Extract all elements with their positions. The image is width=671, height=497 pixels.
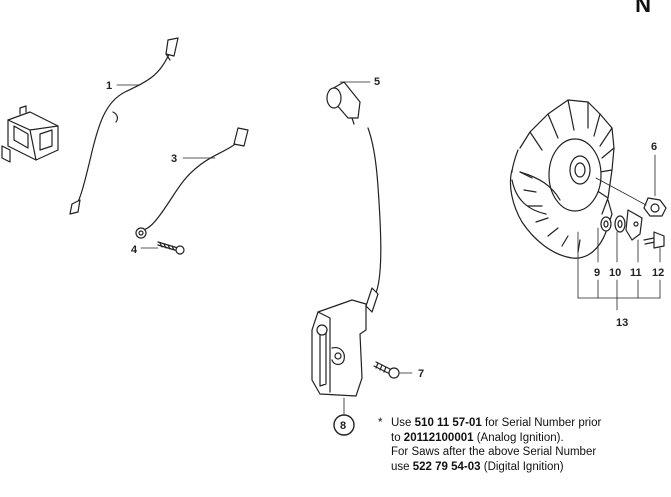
screw-4 [157, 241, 185, 255]
ignition-module-8 [311, 287, 379, 397]
screw-7 [373, 361, 400, 379]
callout-9: 9 [594, 267, 600, 279]
pawl-11 [625, 209, 643, 241]
callout-1: 1 [106, 80, 112, 92]
bracket-13 [577, 231, 661, 311]
note-line-3: For Saws after the above Serial Number [391, 446, 597, 459]
callout-10: 10 [609, 267, 621, 279]
page-section-letter: N [635, 0, 651, 17]
callout-12: 12 [652, 267, 664, 279]
flywheel [509, 99, 615, 259]
screw-12 [643, 231, 665, 249]
callout-8: 8 [340, 420, 346, 432]
callout-6: 6 [651, 141, 657, 153]
note-line-4: use 522 79 54-03 (Digital Ignition) [391, 460, 564, 473]
note-line-2: to 20112100001 (Analog Ignition). [391, 431, 564, 444]
part-number-digital: 522 79 54-03 [412, 460, 481, 473]
callout-4: 4 [131, 244, 138, 256]
callout-13: 13 [616, 317, 628, 329]
callout-7: 7 [418, 368, 424, 380]
wire-1 [69, 37, 179, 215]
shaft-line [595, 177, 647, 206]
ht-lead [367, 127, 382, 296]
switch-part [1, 105, 59, 163]
callout-3: 3 [171, 153, 177, 165]
callout-11: 11 [630, 267, 642, 279]
part-number-analog: 510 11 57-01 [414, 417, 482, 429]
nut-6 [643, 197, 667, 217]
spring-washer-9 [600, 216, 612, 232]
asterisk: * [378, 417, 383, 429]
washer-10 [614, 215, 626, 233]
spark-plug-boot-5 [326, 81, 361, 125]
wire-3 [135, 127, 249, 239]
note-line-1: *Use 510 11 57-01 for Serial Number prio… [378, 417, 602, 429]
serial-number-note: *Use 510 11 57-01 for Serial Number prio… [378, 416, 601, 474]
callout-5: 5 [374, 76, 380, 88]
serial-number: 20112100001 [403, 431, 474, 444]
